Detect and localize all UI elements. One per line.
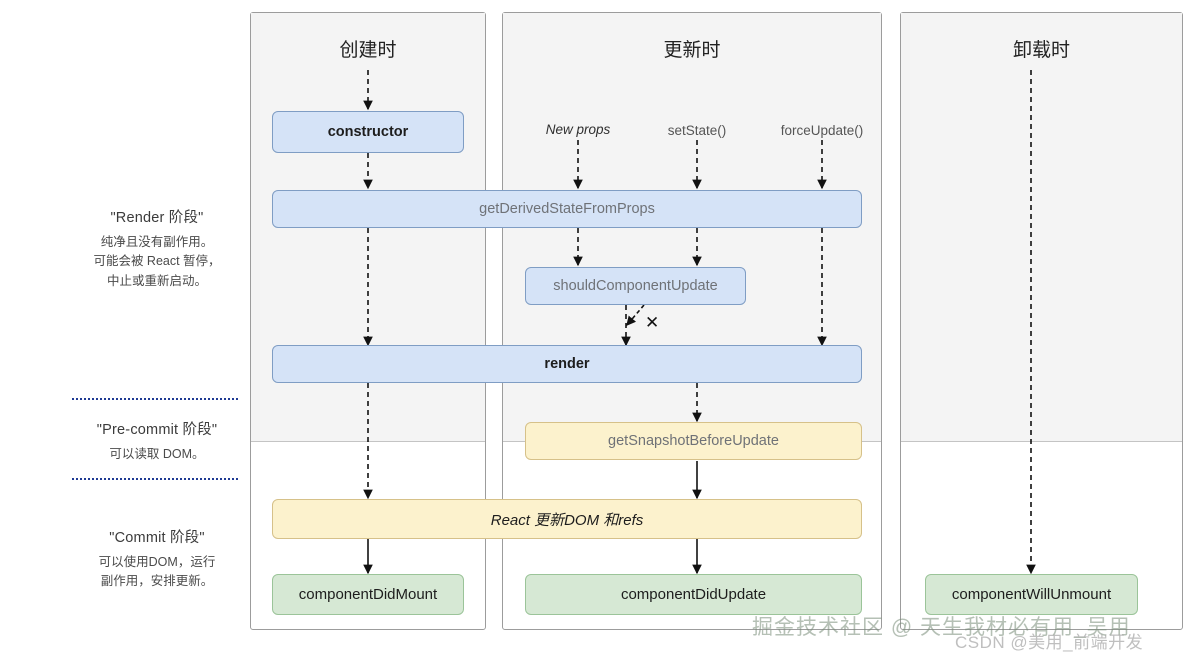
phase-commit-desc-line-1: 可以使用DOM，运行 xyxy=(98,555,216,569)
phase-pre-commit-title: "Pre-commit 阶段" xyxy=(96,422,218,438)
node-get-derived-state-from-props[interactable]: getDerivedStateFromProps xyxy=(272,190,862,228)
column-header-updating: 更新时 xyxy=(663,40,721,61)
skip-render-x-icon: ✕ xyxy=(645,313,660,332)
phase-commit-desc-line-2: 副作用，安排更新。 xyxy=(100,574,214,589)
phase-divider-bottom xyxy=(72,478,238,480)
trigger-set-state: setState() xyxy=(667,123,727,138)
phase-commit-desc: 可以使用DOM，运行 副作用，安排更新。 xyxy=(62,553,252,592)
node-react-updates-dom-and-refs[interactable]: React 更新DOM 和refs xyxy=(272,499,862,539)
node-component-will-unmount[interactable]: componentWillUnmount xyxy=(925,574,1138,615)
node-constructor[interactable]: constructor xyxy=(272,111,464,153)
phase-render: "Render 阶段" 纯净且没有副作用。 可能会被 React 暂停， 中止或… xyxy=(62,206,252,291)
phase-pre-commit-desc: 可以读取 DOM。 xyxy=(62,445,252,464)
phase-render-desc-line-2: 可能会被 React 暂停， xyxy=(93,254,221,269)
column-header-mounting: 创建时 xyxy=(339,40,397,61)
column-header-unmounting: 卸载时 xyxy=(1012,40,1070,61)
trigger-new-props: New props xyxy=(545,122,611,137)
node-component-did-update[interactable]: componentDidUpdate xyxy=(525,574,862,615)
node-render[interactable]: render xyxy=(272,345,862,383)
phase-render-title: "Render 阶段" xyxy=(110,210,204,226)
phase-render-desc-line-1: 纯净且没有副作用。 xyxy=(100,235,214,249)
watermark-csdn: CSDN @美用_前端开发 xyxy=(955,633,1144,652)
node-should-component-update[interactable]: shouldComponentUpdate xyxy=(525,267,746,305)
trigger-force-update: forceUpdate() xyxy=(780,123,864,138)
phase-render-desc-line-3: 中止或重新启动。 xyxy=(106,273,207,288)
watermark-juejin: 掘金技术社区 @ 天生我材必有用_吴用 xyxy=(752,616,1131,639)
phase-divider-top xyxy=(72,398,238,400)
phase-commit-title: "Commit 阶段" xyxy=(109,530,205,546)
phase-pre-commit-desc-line-1: 可以读取 DOM。 xyxy=(109,447,205,461)
panel-unmounting: 卸载时 xyxy=(900,12,1183,630)
phase-pre-commit: "Pre-commit 阶段" 可以读取 DOM。 xyxy=(62,418,252,464)
phase-commit: "Commit 阶段" 可以使用DOM，运行 副作用，安排更新。 xyxy=(62,526,252,592)
phase-render-desc: 纯净且没有副作用。 可能会被 React 暂停， 中止或重新启动。 xyxy=(62,233,252,291)
node-get-snapshot-before-update[interactable]: getSnapshotBeforeUpdate xyxy=(525,422,862,460)
node-component-did-mount[interactable]: componentDidMount xyxy=(272,574,464,615)
panel-unmounting-render-region xyxy=(901,13,1182,442)
